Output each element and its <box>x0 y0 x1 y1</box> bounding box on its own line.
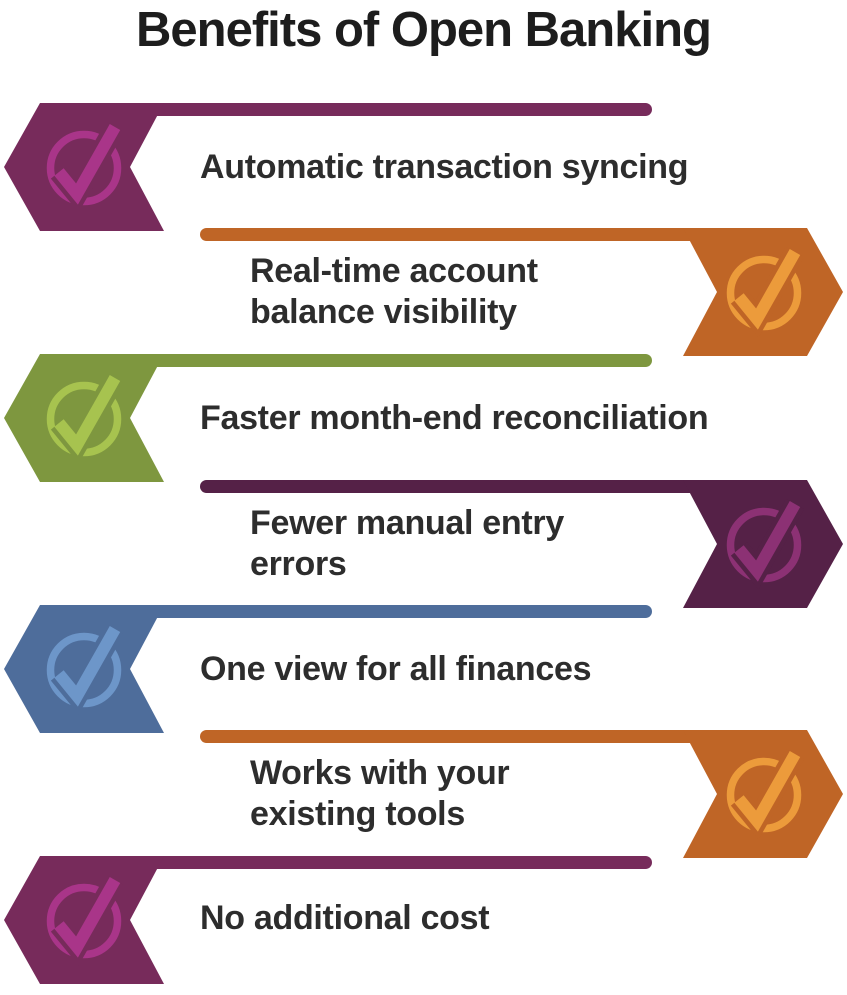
benefit-banner <box>4 605 652 733</box>
check-circle-icon <box>726 246 805 338</box>
benefit-label: Works with your existing tools <box>250 754 510 833</box>
check-circle-icon <box>46 874 125 966</box>
benefit-label: One view for all finances <box>200 650 592 688</box>
benefit-banner <box>200 730 843 858</box>
benefit-label: Fewer manual entry errors <box>250 504 564 583</box>
connector-bar <box>200 228 800 241</box>
check-circle-icon <box>46 121 125 213</box>
page-title: Benefits of Open Banking <box>136 3 712 57</box>
check-mark-icon <box>734 751 801 832</box>
benefit-banner <box>4 103 652 231</box>
connector-bar <box>44 354 652 367</box>
benefit-label: Real-time account balance visibility <box>250 252 538 331</box>
check-circle-icon <box>46 372 125 464</box>
connector-bar <box>200 480 800 493</box>
check-mark-icon <box>734 249 801 330</box>
check-mark-icon <box>54 877 121 958</box>
connector-bar <box>44 605 652 618</box>
connector-bar <box>44 856 652 869</box>
check-circle-icon <box>726 748 805 840</box>
connector-bar <box>200 730 800 743</box>
connector-bar <box>44 103 652 116</box>
check-circle-icon <box>726 498 805 590</box>
benefit-label: Automatic transaction syncing <box>200 148 689 186</box>
benefit-label: Faster month-end reconciliation <box>200 399 709 437</box>
benefit-banner <box>4 354 652 482</box>
benefit-label: No additional cost <box>200 899 490 937</box>
check-mark-icon <box>54 626 121 707</box>
check-mark-icon <box>54 375 121 456</box>
check-mark-icon <box>734 501 801 582</box>
benefit-banner <box>200 480 843 608</box>
benefit-banner <box>4 856 652 984</box>
check-circle-icon <box>46 623 125 715</box>
check-mark-icon <box>54 124 121 205</box>
benefit-banner <box>200 228 843 356</box>
